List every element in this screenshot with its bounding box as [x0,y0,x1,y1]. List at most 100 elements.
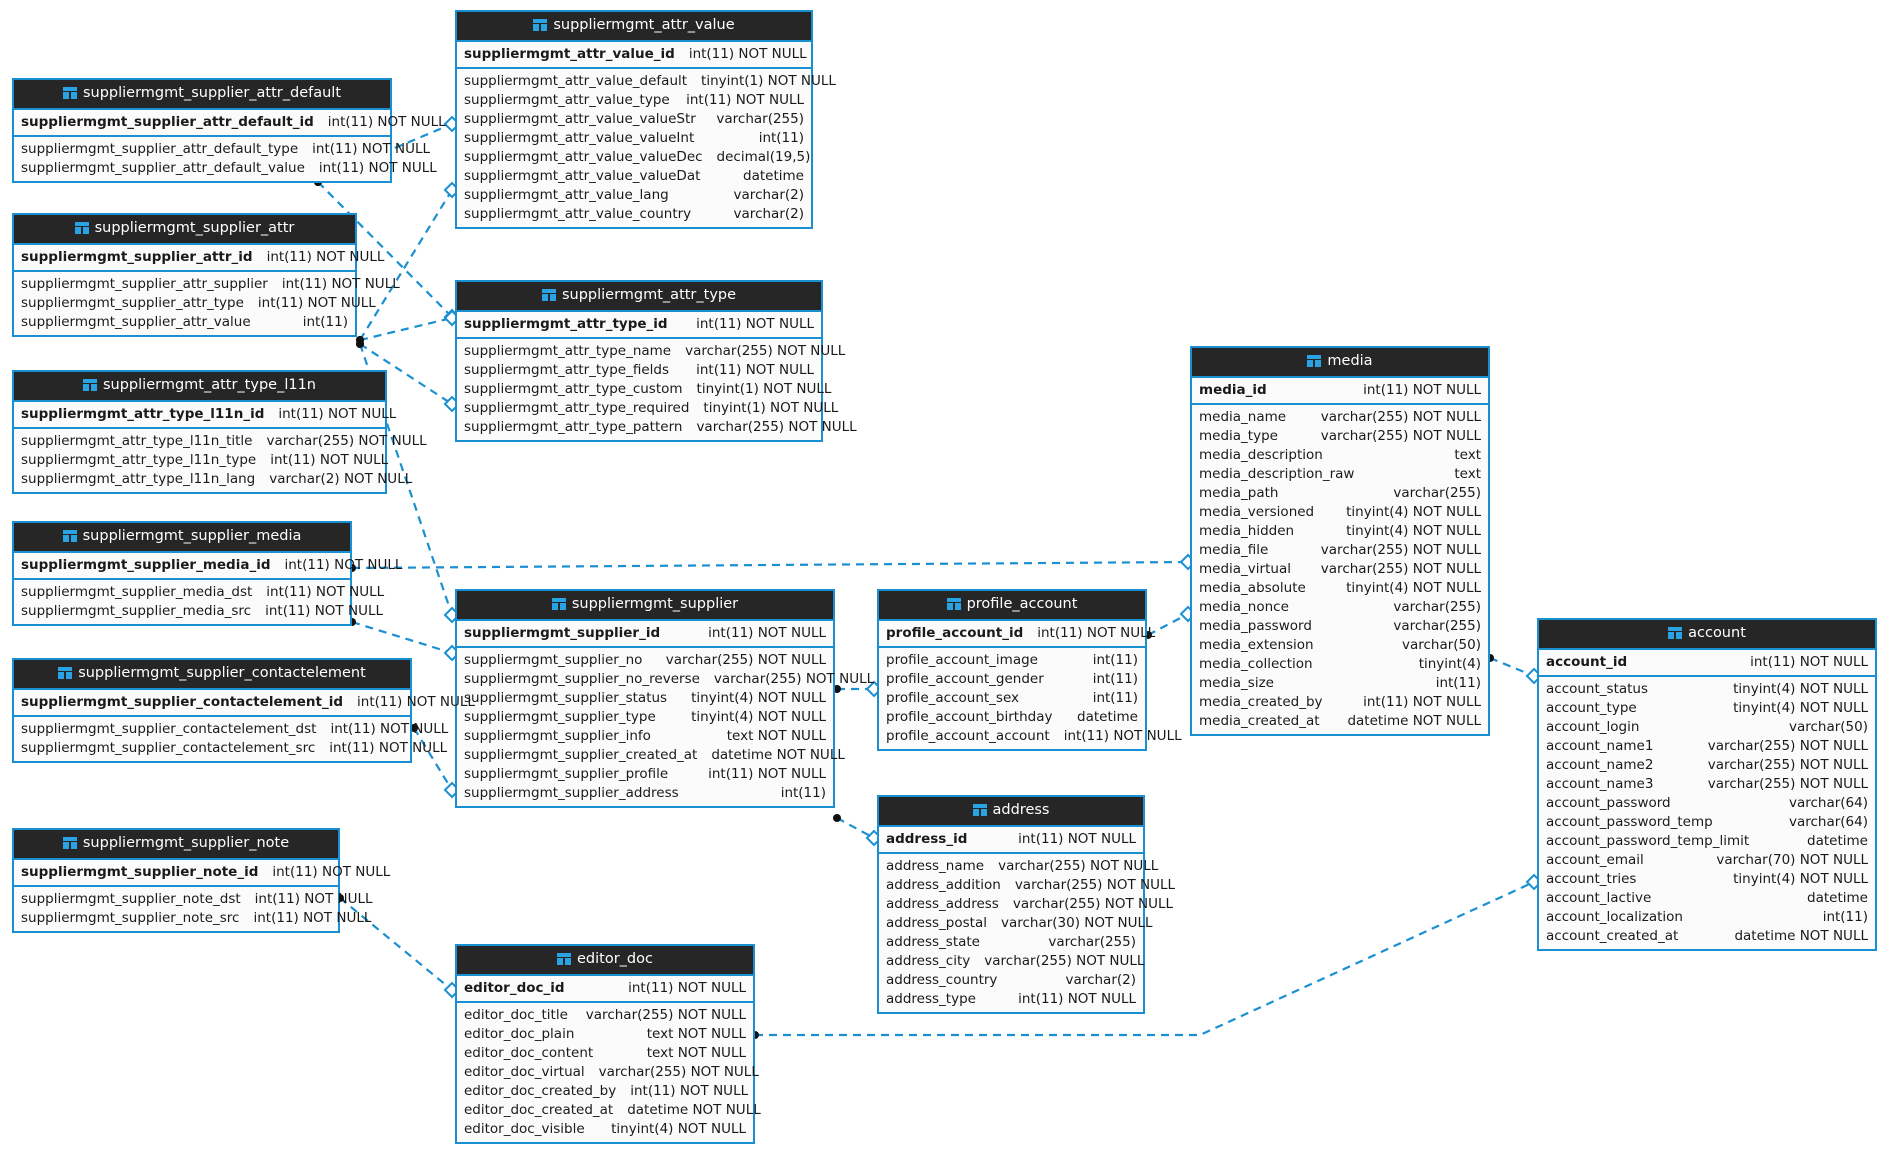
field-row[interactable]: suppliermgmt_supplier_contactelement_dst… [14,720,448,739]
field-row[interactable]: suppliermgmt_supplier_attr_default_value… [14,159,437,178]
